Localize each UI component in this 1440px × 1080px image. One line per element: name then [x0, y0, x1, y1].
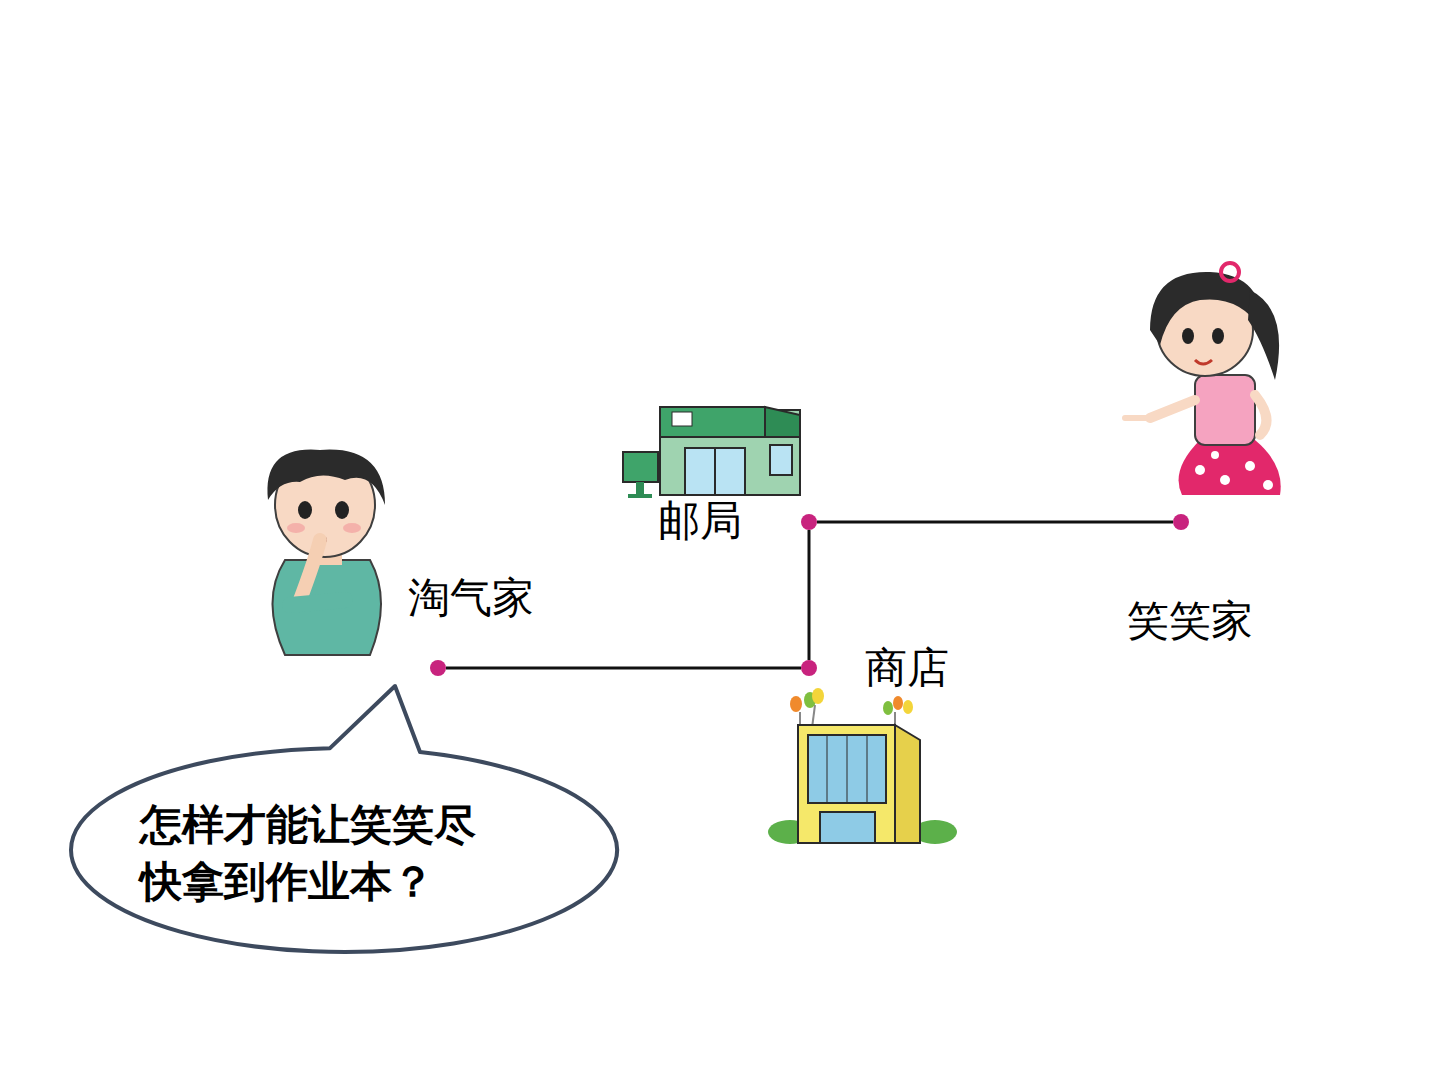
location-dot: 笑笑家: [1173, 514, 1189, 530]
location-dot: 商店: [801, 660, 817, 676]
speech-bubble: 怎样才能让笑笑尽 快拿到作业本？: [68, 745, 620, 955]
bubble-shape: [71, 686, 617, 952]
route-line: [817, 521, 1173, 524]
boy-figure: [267, 450, 385, 655]
location-dot: 邮局: [801, 514, 817, 530]
place-label: 邮局: [658, 498, 742, 544]
place-label: 笑笑家: [1127, 598, 1253, 644]
store-icon: [768, 688, 957, 844]
girl-figure: [1125, 263, 1281, 495]
place-label: 淘气家: [408, 575, 534, 621]
route-line: [808, 530, 811, 660]
place-label: 商店: [865, 645, 949, 691]
post-office-icon: [623, 407, 800, 498]
route-line: [446, 667, 801, 670]
speech-text: 怎样才能让笑笑尽 快拿到作业本？: [140, 797, 530, 910]
bubble-outline: [68, 745, 620, 955]
location-dot: 淘气家: [430, 660, 446, 676]
